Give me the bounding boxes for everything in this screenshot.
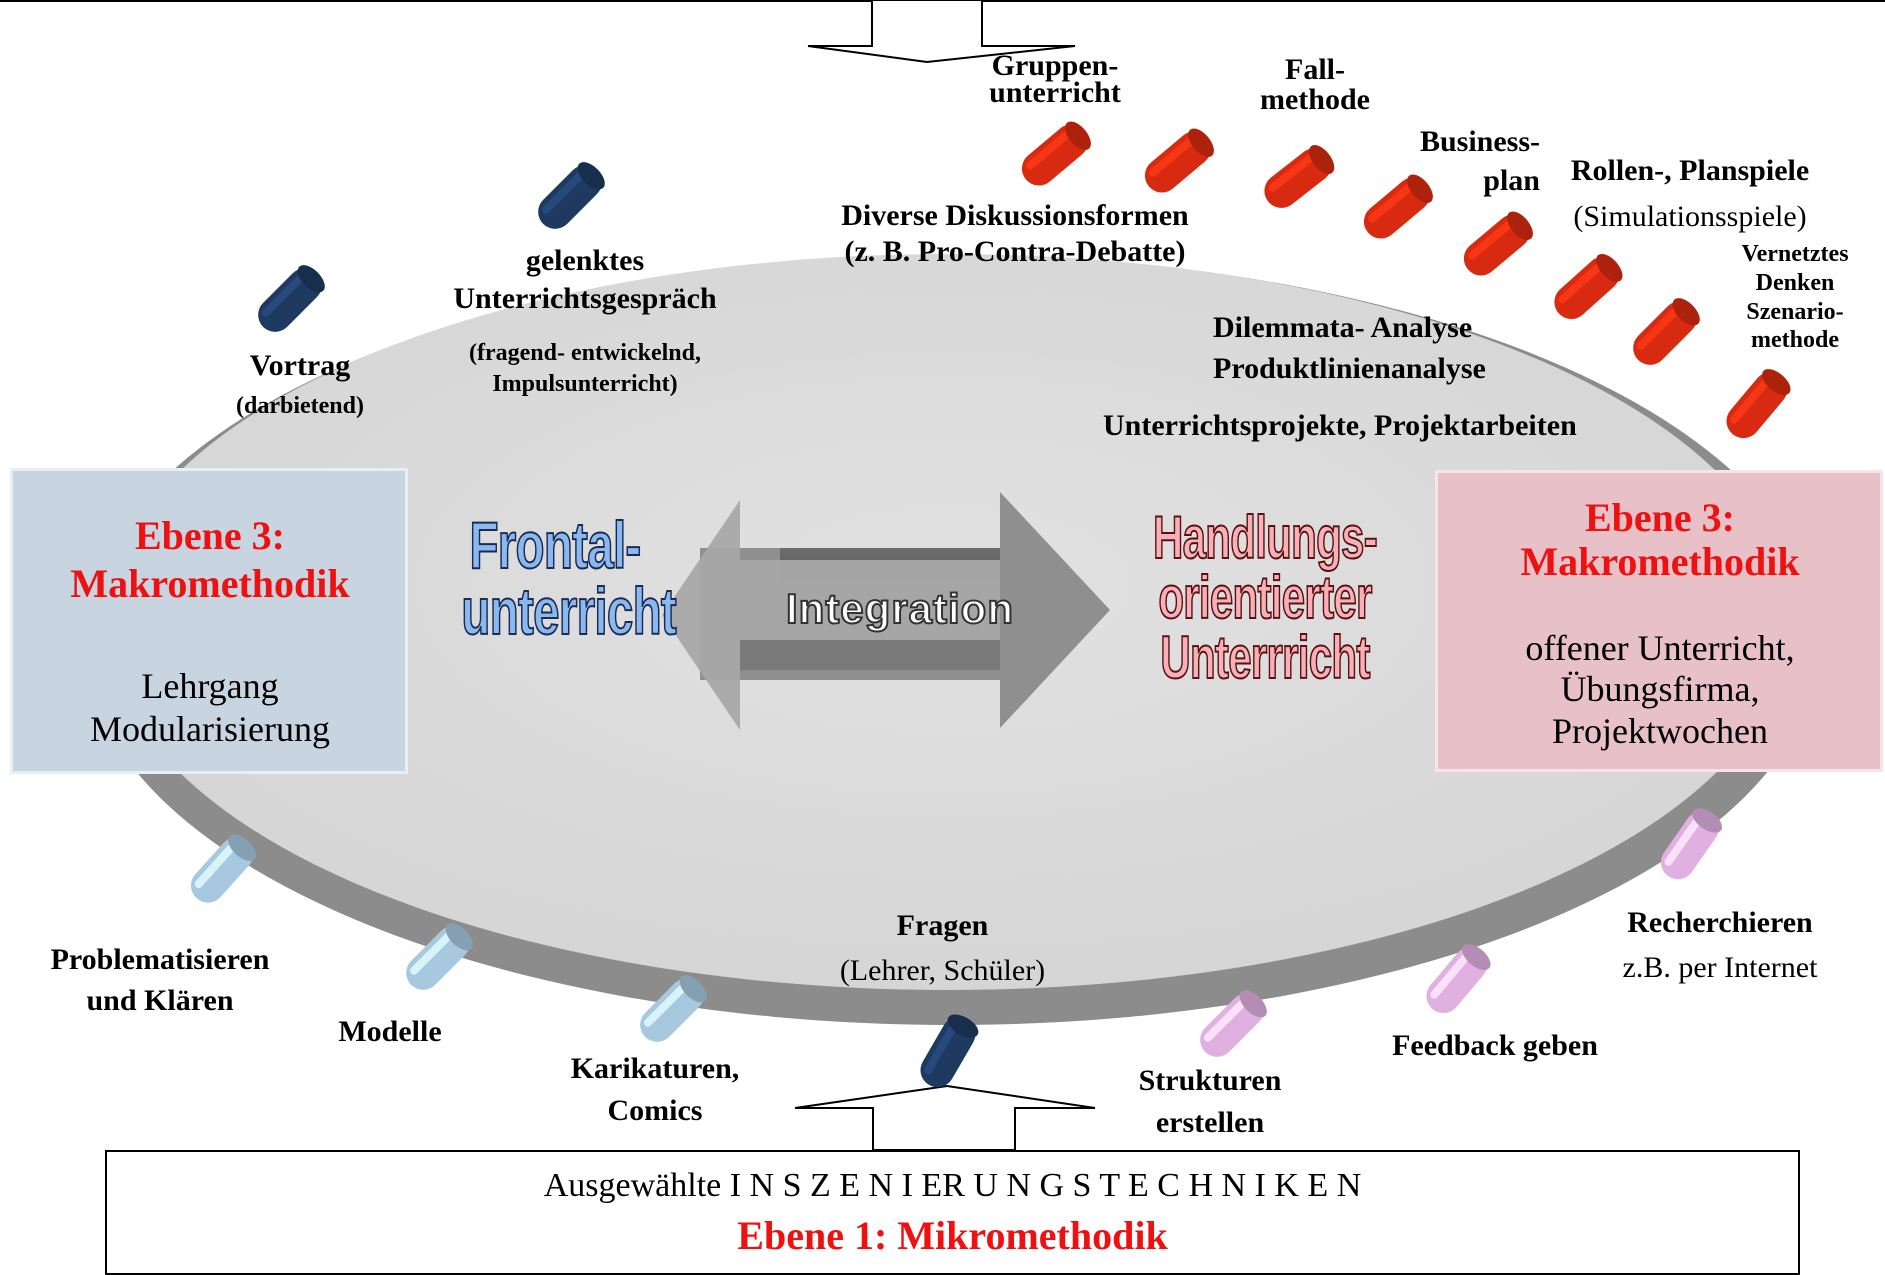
- label-rollenspiele: Rollen-, Planspiele: [1570, 154, 1810, 187]
- label-businessplan: Business- plan: [1419, 125, 1540, 197]
- left-panel-title: Ebene 3: Makromethodik: [70, 513, 350, 606]
- roll-rollenspiele: [1554, 253, 1623, 320]
- label-gelenktes-gespraech: gelenktes Unterrichtsgespräch: [453, 244, 717, 315]
- roll-5: [1463, 211, 1533, 276]
- label-fallmethode: Fall- methode: [1260, 53, 1370, 116]
- label-fragend-entwickelnd: (fragend- entwickelnd, Impulsunterricht): [469, 340, 701, 398]
- roll-feedback: [1426, 944, 1491, 1014]
- roll-recherchieren: [1660, 808, 1723, 880]
- roll-gelenktes: [538, 162, 605, 229]
- top-arrow: [807, 0, 1076, 64]
- roll-modelle: [406, 923, 473, 990]
- label-fragen: Fragen: [896, 909, 989, 942]
- label-vernetztes-denken: Vernetztes Denken Szenario- methode: [1741, 241, 1849, 354]
- roll-vernetztes: [1726, 369, 1791, 439]
- inszenierungstechniken-heading: Ausgewählte I N S Z E N I ER U N G S T E…: [543, 1167, 1362, 1204]
- roll-gruppenunterricht: [1021, 121, 1091, 186]
- frontalunterricht-label: Frontal- unterricht: [461, 508, 678, 648]
- roll-fallmethode: [1264, 145, 1335, 208]
- roll-strukturen: [1200, 990, 1267, 1057]
- right-panel: [1435, 470, 1883, 772]
- integration-label: Integration: [785, 585, 1014, 632]
- left-panel: [10, 468, 408, 774]
- roll-karikaturen: [640, 975, 707, 1042]
- label-feedback-geben: Feedback geben: [1392, 1029, 1598, 1062]
- right-panel-title: Ebene 3: Makromethodik: [1520, 495, 1800, 584]
- label-gruppenunterricht: Gruppen- unterricht: [989, 49, 1121, 109]
- bottom-arrow: [794, 1084, 1096, 1151]
- label-darbietend: (darbietend): [236, 393, 364, 419]
- label-vortrag: Vortrag: [249, 349, 351, 382]
- left-panel-body: Lehrgang Modularisierung: [90, 666, 330, 750]
- label-recherchieren: Recherchieren: [1627, 906, 1813, 939]
- roll-7: [1633, 298, 1700, 365]
- ebene1-mikromethodik: Ebene 1: Mikromethodik: [737, 1213, 1168, 1258]
- roll-2: [1144, 128, 1214, 193]
- roll-businessplan: [1363, 174, 1433, 239]
- label-karikaturen: Karikaturen, Comics: [570, 1052, 740, 1127]
- label-strukturen-erstellen: Strukturen erstellen: [1138, 1064, 1282, 1139]
- label-simulationsspiele: (Simulationsspiele): [1573, 200, 1807, 233]
- label-dilemmata-analyse: Dilemmata- Analyse Produktlinienanalyse: [1213, 311, 1486, 385]
- roll-problematisieren: [190, 834, 257, 903]
- roll-fragen: [920, 1014, 979, 1088]
- right-panel-body: offener Unterricht, Übungsfirma, Projekt…: [1525, 628, 1795, 751]
- label-diskussionsformen: Diverse Diskussionsformen (z. B. Pro-Con…: [841, 199, 1189, 268]
- label-unterrichtsprojekte: Unterrichtsprojekte, Projektarbeiten: [1103, 409, 1577, 442]
- label-problematisieren: Problematisieren und Klären: [50, 943, 270, 1017]
- label-per-internet: z.B. per Internet: [1622, 951, 1818, 984]
- mikromethodik-box: Ausgewählte I N S Z E N I ER U N G S T E…: [105, 1150, 1800, 1275]
- handlungsorientierter-label: Handlungs- orientierter Unterrricht: [1152, 504, 1378, 691]
- label-lehrer-schueler: (Lehrer, Schüler): [839, 954, 1046, 987]
- roll-vortrag: [258, 265, 325, 332]
- label-modelle: Modelle: [338, 1015, 442, 1048]
- integration-arrow-left: [662, 500, 1000, 730]
